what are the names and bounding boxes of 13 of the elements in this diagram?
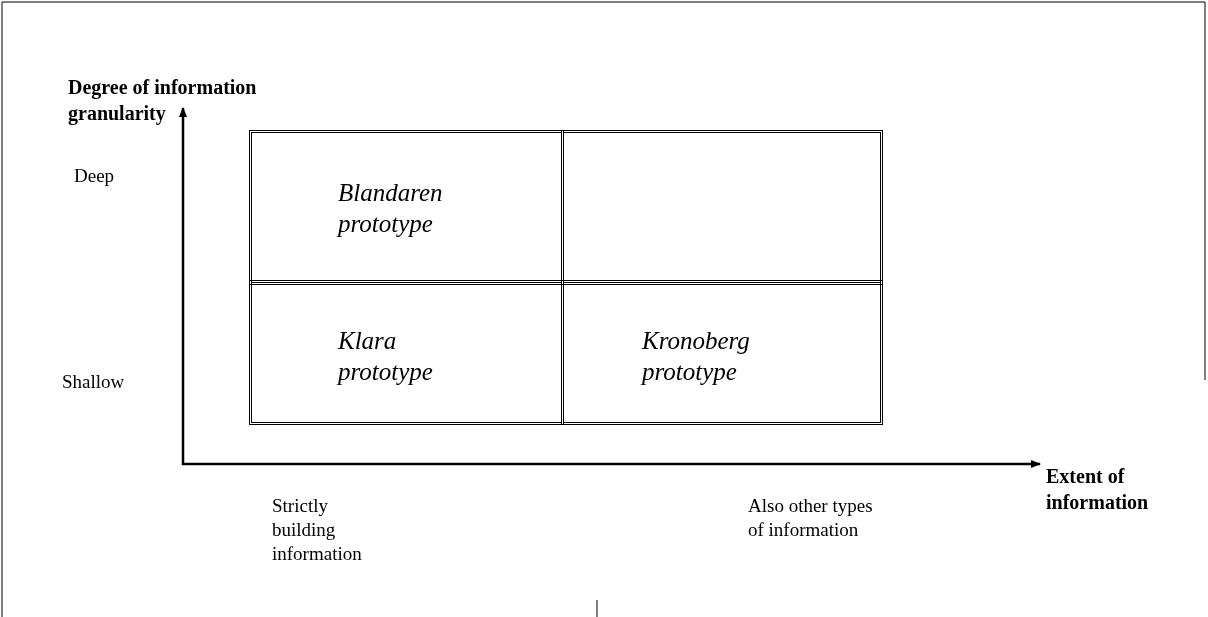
axis-title: Extent of information [1046,464,1150,515]
cell-label: Blandaren prototype [338,178,444,239]
axis-tick-label: Shallow [62,370,126,394]
axis-title: Degree of information granularity [68,75,258,126]
matrix-cell [561,130,883,285]
axis-tick-label: Deep [74,164,116,188]
matrix-cell [249,280,564,425]
axis-tick-label: Also other types of information [748,494,874,542]
matrix-cell [249,130,564,285]
cell-label: Klara prototype [338,326,434,387]
matrix-cell [561,280,883,425]
cell-label: Kronoberg prototype [642,326,751,387]
axis-tick-label: Strictly building information [272,494,363,566]
